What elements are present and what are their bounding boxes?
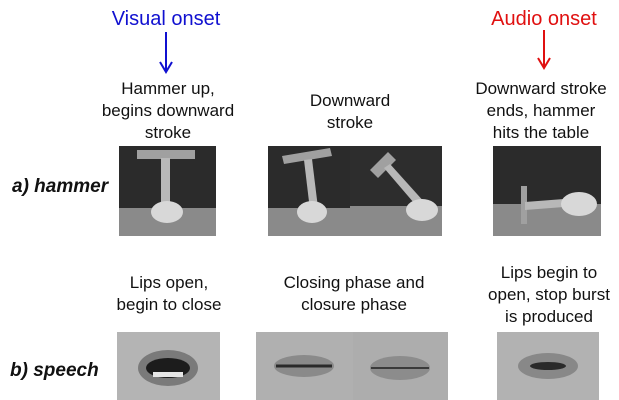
speech-caption-2: Closing phase and closure phase [268,272,440,316]
visual-onset-arrow [158,32,174,74]
audio-onset-arrow [536,30,552,72]
speech-caption-1: Lips open, begin to close [99,272,239,316]
hammer-caption-1: Hammer up, begins downward stroke [88,78,248,144]
hammer-photo-raised [119,146,216,236]
hammer-caption-3: Downward stroke ends, hammer hits the ta… [466,78,616,144]
row-label-hammer: a) hammer [12,176,108,198]
visual-onset-label: Visual onset [104,8,228,31]
lips-photo-closing [256,332,353,400]
row-label-speech: b) speech [10,360,99,382]
hammer-photo-midstroke-2 [350,146,442,236]
hammer-photo-impact [493,146,601,236]
hammer-photo-midstroke-1 [268,146,350,236]
speech-caption-3: Lips begin to open, stop burst is produc… [478,262,619,328]
audio-onset-label: Audio onset [482,8,606,31]
lips-photo-reopening [497,332,599,400]
hammer-caption-2: Downward stroke [285,90,415,134]
lips-photo-open [117,332,220,400]
lips-photo-closed [353,332,448,400]
